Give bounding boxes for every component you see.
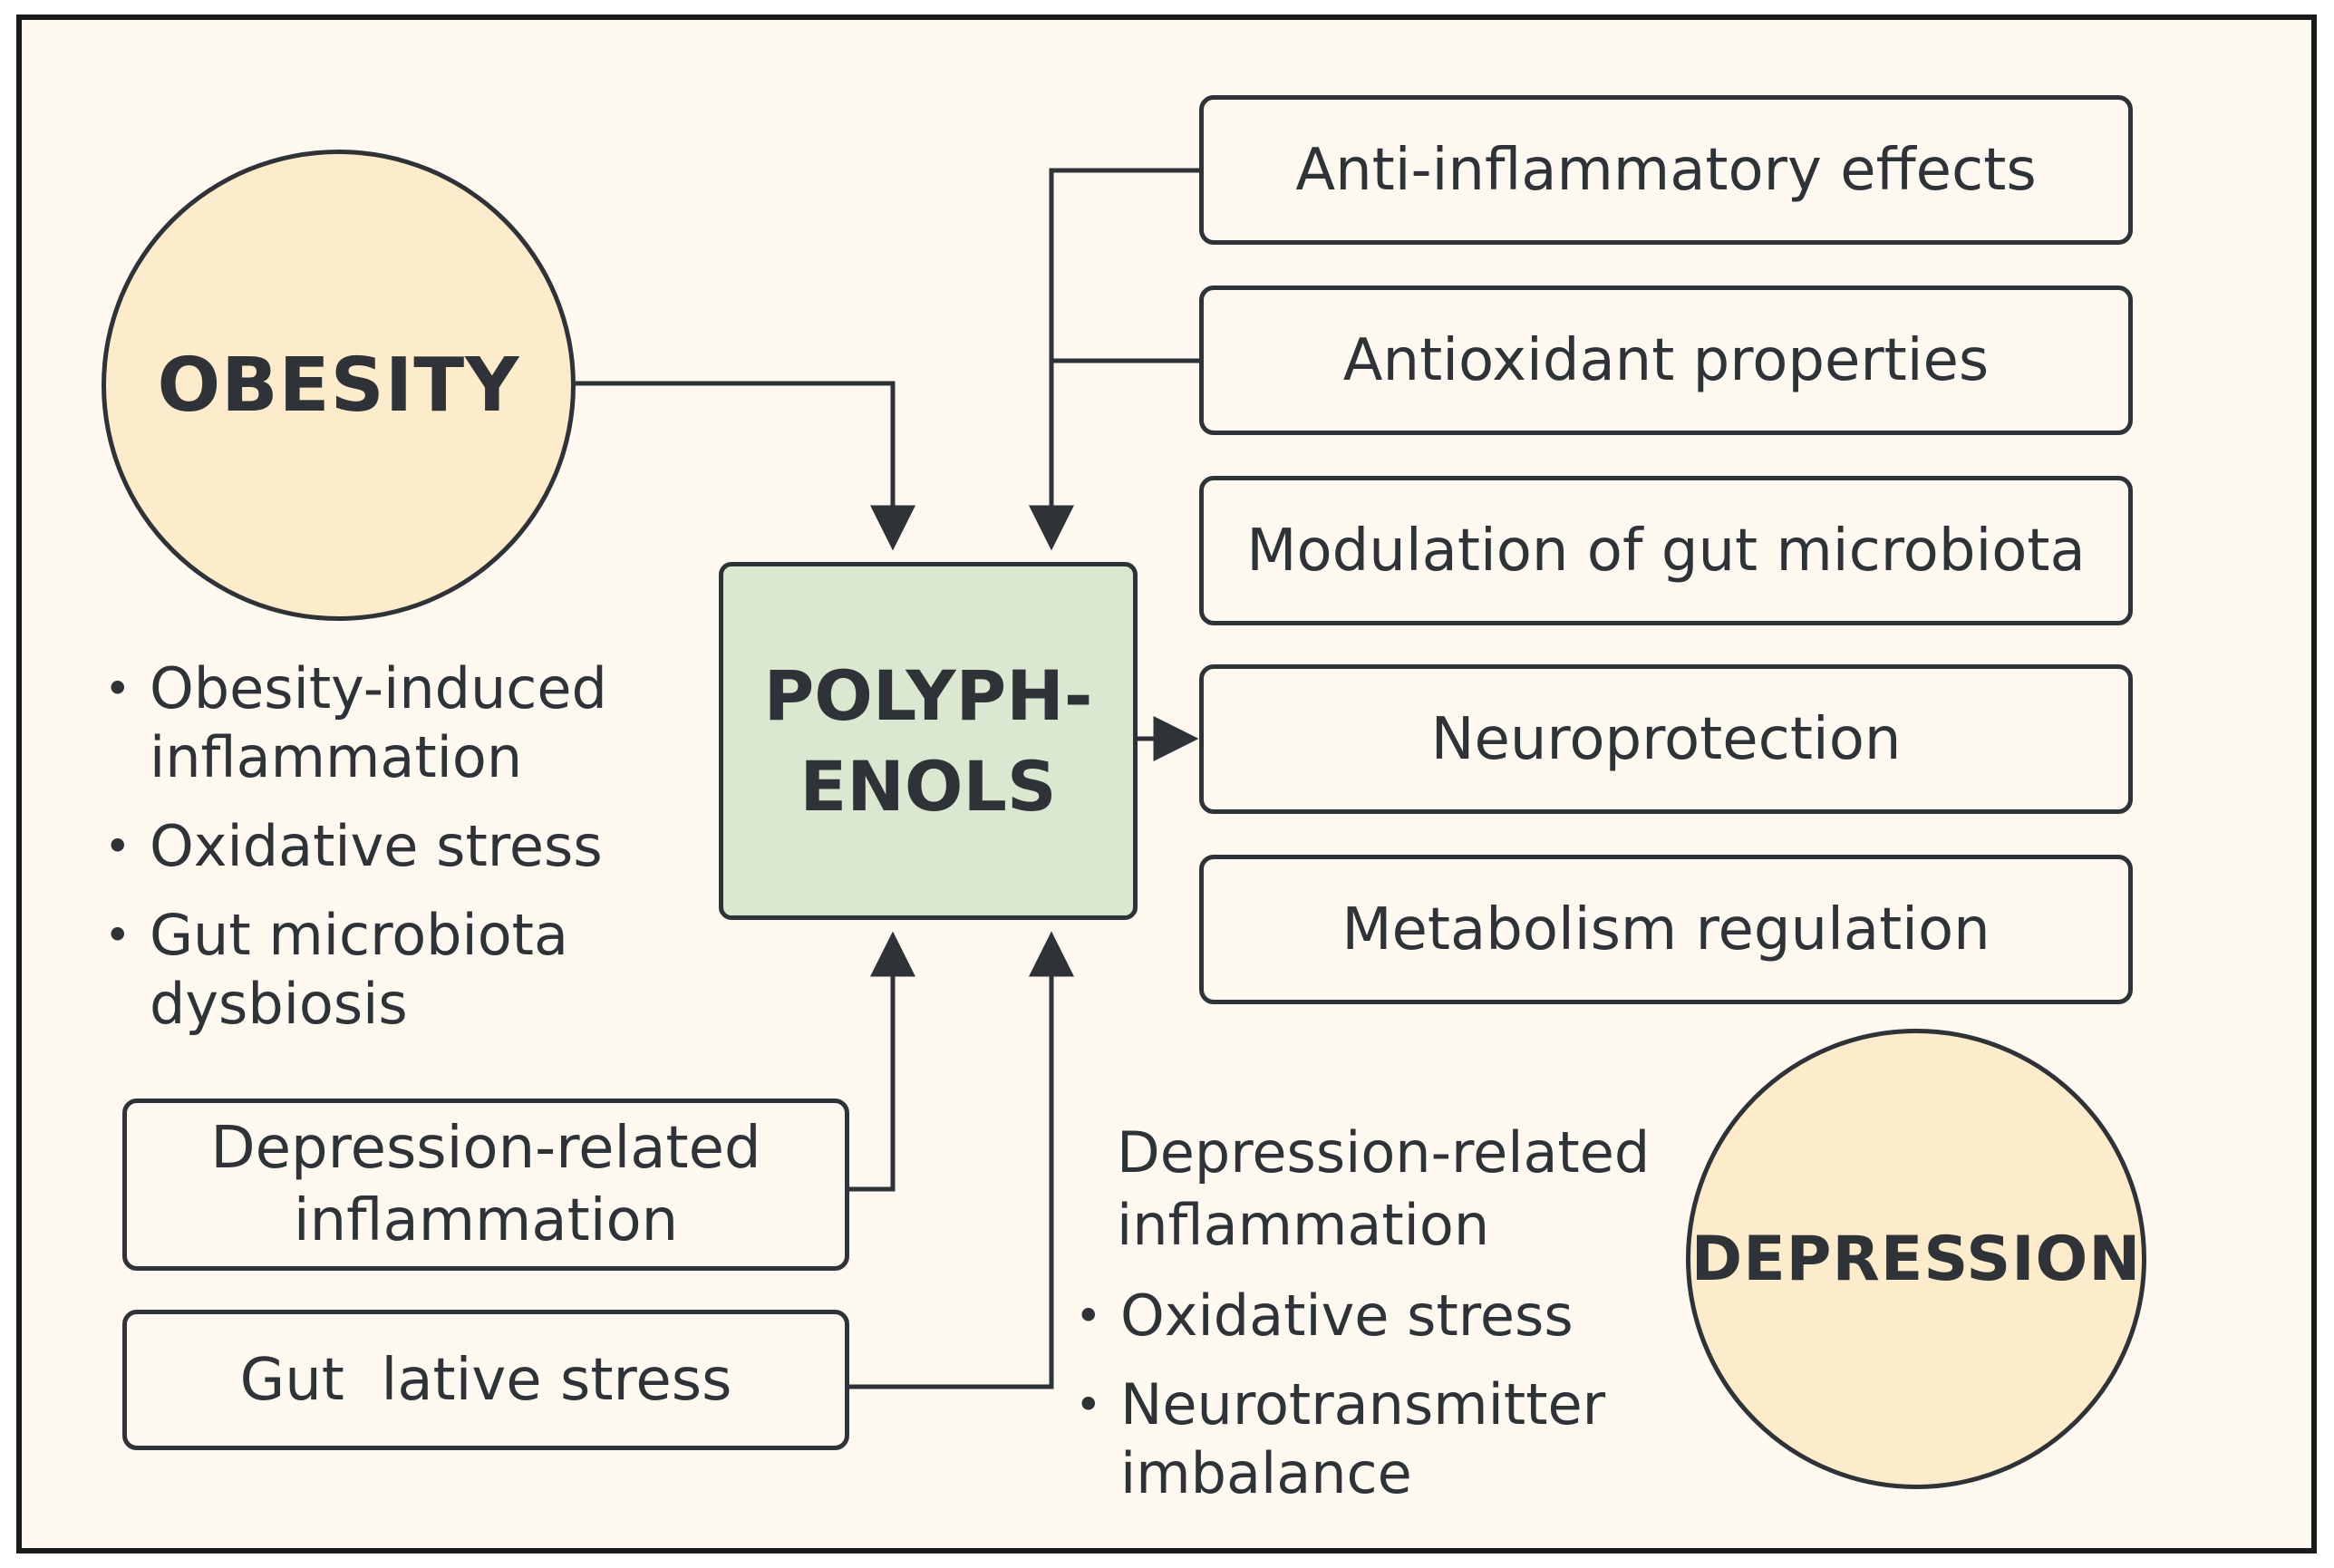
effect-anti-inflammatory: Anti-inflammatory effects (1199, 95, 2133, 245)
polyphenols-label-line2: ENOLS (799, 745, 1057, 827)
gut-stress-box: Gut lative stress (122, 1310, 849, 1450)
depression-inflammation-box: Depression-related inflammation (122, 1099, 849, 1271)
arrow-effects-to-polyphenols (1029, 168, 1201, 551)
effect-gut-microbiota-modulation: Modulation of gut microbiota (1199, 476, 2133, 625)
obesity-factor-oxidative-stress: Oxidative stress (104, 812, 607, 881)
obesity-title: OBESITY (157, 342, 520, 429)
effect-metabolism-regulation: Metabolism regulation (1199, 855, 2133, 1004)
arrow-gut-stress-to-polyphenols (849, 931, 1074, 1389)
depression-circle: DEPRESSION (1686, 1029, 2146, 1489)
arrow-obesity-to-polyphenols (576, 381, 915, 551)
polyphenols-box: POLYPH- ENOLS (719, 562, 1138, 920)
depression-title: DEPRESSION (1690, 1223, 2142, 1295)
arrow-depression-inflammation-to-polyphenols (849, 931, 915, 1192)
effect-neuroprotection: Neuroprotection (1199, 664, 2133, 814)
polyphenols-label-line1: POLYPH- (763, 654, 1093, 736)
effect-antioxidant: Antioxidant properties (1199, 286, 2133, 435)
obesity-circle: OBESITY (102, 150, 576, 621)
depression-factor-oxidative-stress: Oxidative stress (1075, 1282, 1605, 1350)
depression-factors-list: Oxidative stress Neurotransmitterimbalan… (1075, 1282, 1605, 1528)
